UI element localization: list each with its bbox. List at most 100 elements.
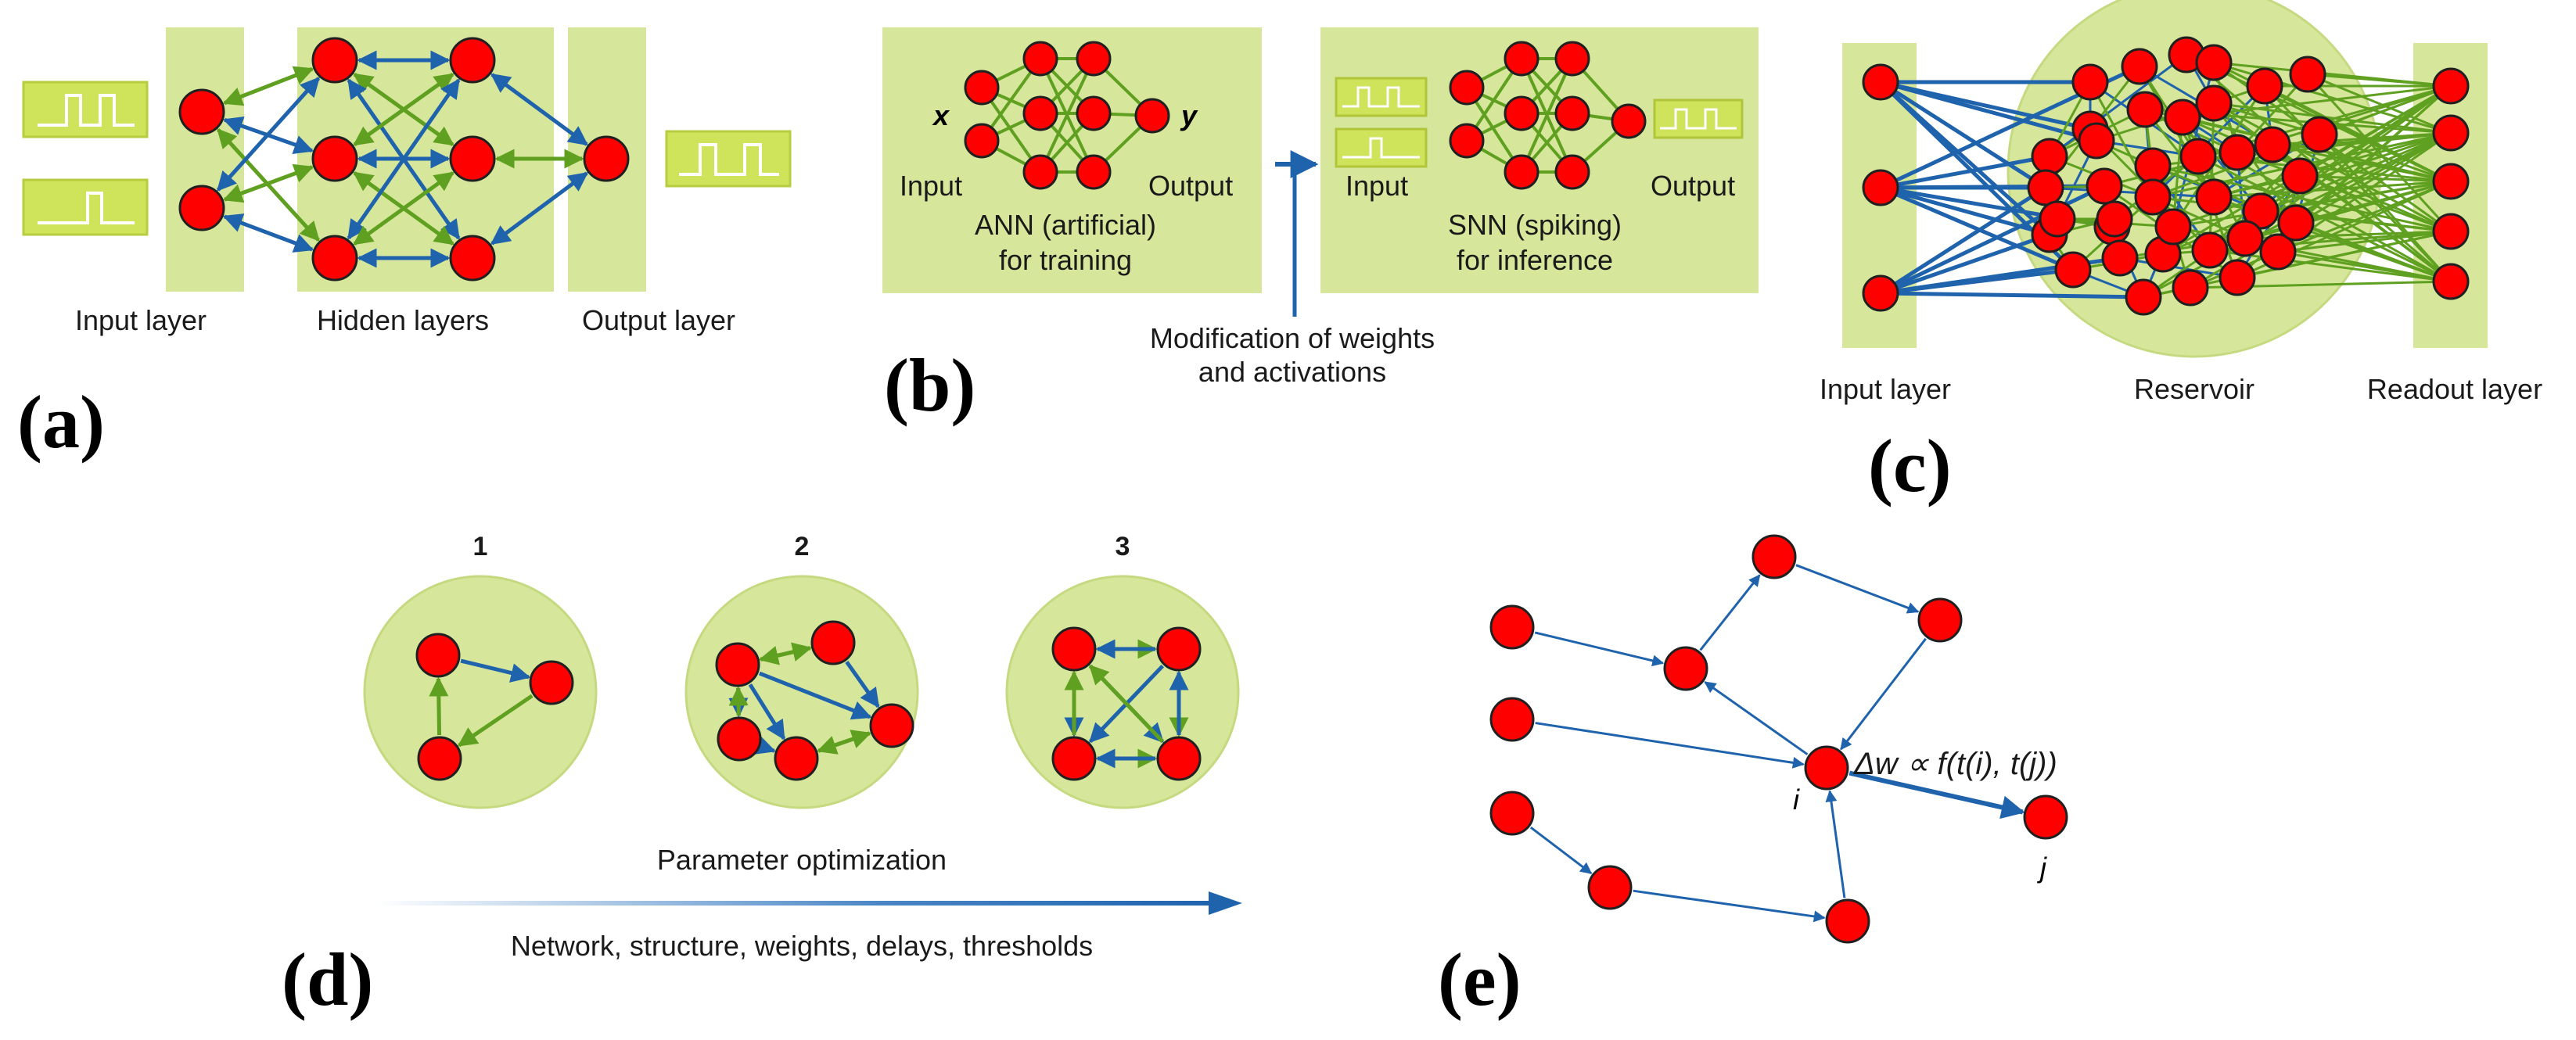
c-readout-edge <box>2244 84 2452 240</box>
modification-line2: and activations <box>1198 356 1386 388</box>
c-neuron <box>2134 147 2172 185</box>
c-input-edge <box>1880 232 2050 296</box>
e-neuron <box>1825 898 1870 944</box>
a-neuron <box>449 235 496 282</box>
d-neuron <box>1051 736 1097 781</box>
snn-neuron <box>1554 154 1590 190</box>
a-edge-in-h1 <box>222 163 314 203</box>
a-neuron <box>178 185 225 231</box>
e-neuron <box>1489 791 1535 836</box>
c-readout-edge <box>2319 84 2452 136</box>
a-edge-h1-h2 <box>353 171 454 246</box>
snn-input-label: Input <box>1345 170 1408 202</box>
step-3-label: 3 <box>1116 532 1130 561</box>
d-neuron <box>529 660 574 705</box>
panel-c: Input layer Reservoir Readout layer (c) <box>1820 0 2542 507</box>
stdp-formula: Δw ∝ f(t(i), t(j)) <box>1853 747 2057 781</box>
c-neuron <box>2054 251 2092 289</box>
c-neuron <box>2432 263 2470 300</box>
a-edge-h2-out <box>490 171 589 246</box>
snn-caption-line1: SNN (spiking) <box>1448 209 1622 241</box>
c-neuron <box>2027 169 2064 206</box>
ann-network <box>964 41 1170 190</box>
c-readout-edge <box>2319 133 2452 183</box>
e-neuron <box>1663 646 1708 691</box>
d-neuron <box>417 736 462 781</box>
c-input-edge <box>1880 80 2097 143</box>
c-neuron <box>2242 192 2280 230</box>
d1-edge <box>429 676 449 736</box>
panel-a-letter: (a) <box>17 380 105 464</box>
e-edge <box>1795 564 1920 614</box>
network-params-label: Network, structure, weights, delays, thr… <box>511 930 1093 962</box>
c-input-layer-label: Input layer <box>1820 373 1951 405</box>
c-neuron <box>2126 91 2164 128</box>
ann-neuron <box>1076 154 1112 190</box>
c-neuron <box>1862 169 1899 206</box>
d1-edge <box>460 658 531 683</box>
d-neuron <box>717 716 762 762</box>
e-edge <box>1825 790 1846 898</box>
a-neuron <box>311 235 358 282</box>
c-neuron <box>2121 48 2158 85</box>
snn-neuron <box>1449 123 1485 159</box>
snn-neuron <box>1504 41 1539 77</box>
c-neuron <box>2246 67 2283 105</box>
c-internal-edge <box>2119 256 2238 279</box>
modification-arrow <box>1275 150 1319 317</box>
d2-edge <box>754 736 776 755</box>
step-2-label: 2 <box>795 532 810 561</box>
snn-neuron <box>1504 154 1539 190</box>
d2-edge <box>728 686 749 716</box>
a-neuron <box>178 88 225 135</box>
e-edge <box>1529 826 1593 875</box>
ann-neuron <box>964 123 1000 159</box>
c-readout-edge <box>2318 134 2452 282</box>
panel-e-neurons <box>1489 534 2068 944</box>
a-neuron <box>449 37 496 84</box>
c-neuron <box>2259 233 2297 271</box>
d-neuron <box>774 736 819 781</box>
ann-neuron <box>1076 95 1112 131</box>
ann-output-label: Output <box>1148 170 1233 202</box>
c-input-edge <box>1880 185 2074 272</box>
a-neuron <box>311 135 358 182</box>
c-readout-edge <box>2144 108 2452 283</box>
snn-network <box>1449 41 1647 190</box>
panel-a-input-spikes <box>22 81 149 236</box>
e-edge <box>1704 681 1809 755</box>
e-edge <box>1534 631 1665 667</box>
hidden-layers-label: Hidden layers <box>317 304 489 336</box>
d2-edge <box>758 671 872 720</box>
ann-caption-line1: ANN (artificial) <box>975 209 1156 241</box>
snn-neuron <box>1611 103 1647 139</box>
d-neuron <box>869 703 914 748</box>
c-readout-edge <box>2307 73 2452 88</box>
panel-d: 1 2 3 Parameter optimization Network, st… <box>282 532 1242 1021</box>
ann-neuron <box>1022 154 1058 190</box>
c-neuron <box>2125 278 2162 316</box>
a-neuron <box>583 135 630 182</box>
c-neuron <box>2432 213 2470 250</box>
c-neuron <box>2031 138 2068 175</box>
snn-neuron <box>1554 95 1590 131</box>
d-neuron <box>415 633 461 678</box>
c-neuron <box>1862 274 1899 312</box>
c-input-edge <box>1880 291 2144 299</box>
c-neuron <box>2101 239 2139 277</box>
modification-line1: Modification of weights <box>1150 322 1435 354</box>
c-neuron <box>2096 200 2133 238</box>
input-layer-label: Input layer <box>75 304 207 336</box>
e-edge <box>1699 574 1761 651</box>
c-readout-edge <box>2236 230 2452 279</box>
e-neuron <box>1489 604 1535 650</box>
c-neuron <box>2281 157 2319 195</box>
snn-input-spikes <box>1335 77 1428 168</box>
c-readout-edge <box>2295 221 2452 283</box>
c-neuron <box>2071 63 2109 101</box>
c-readout-edge <box>2307 73 2452 134</box>
c-readout-edge <box>2264 84 2452 183</box>
e-edge <box>1840 637 1927 751</box>
c-internal-edge <box>2045 186 2215 199</box>
step-1-label: 1 <box>473 532 488 561</box>
